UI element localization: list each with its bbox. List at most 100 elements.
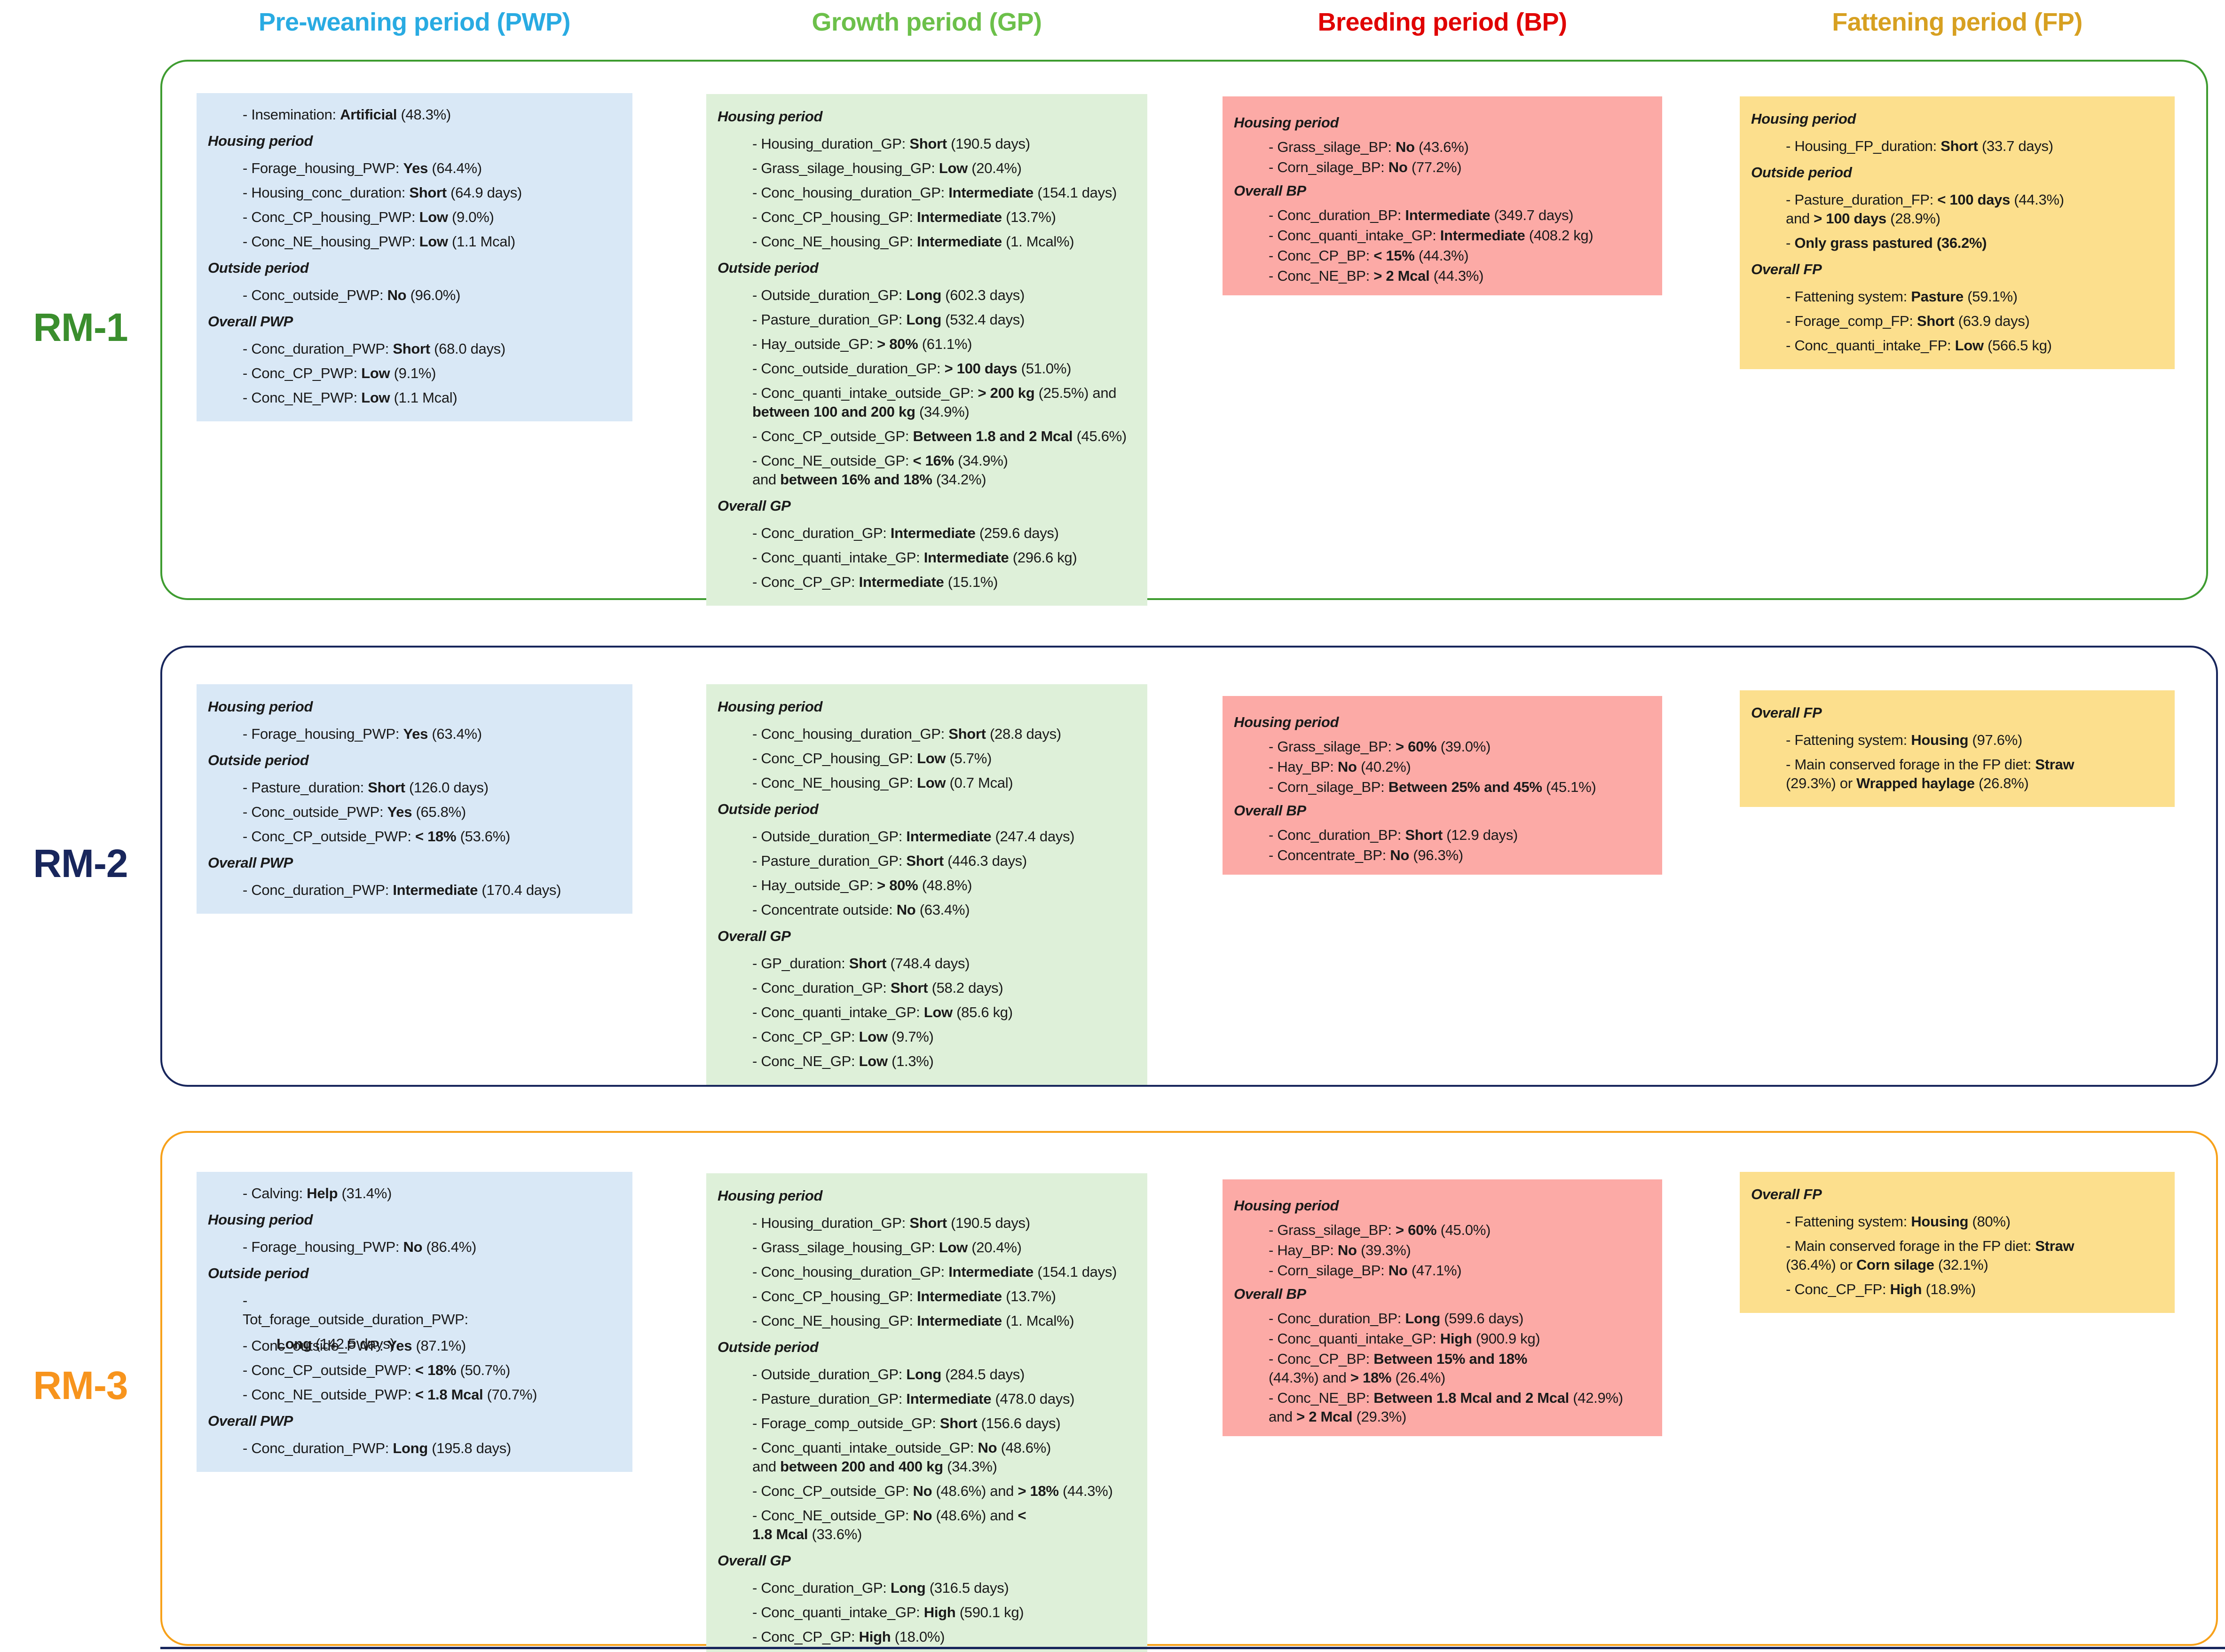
section-heading: Outside period xyxy=(718,1339,819,1355)
trait-item: - Fattening system: Housing (97.6%) xyxy=(1786,732,2022,748)
trait-item: - Conc_quanti_intake_GP: Intermediate (2… xyxy=(752,549,1077,566)
trait-item: - Hay_outside_GP: > 80% (61.1%) xyxy=(752,336,972,352)
trait-item: - Main conserved forage in the FP diet: … xyxy=(1786,756,2075,791)
trait-item: - Calving: Help (31.4%) xyxy=(243,1185,392,1201)
trait-item: - Conc_duration_PWP: Short (68.0 days) xyxy=(243,340,505,357)
trait-item: - Conc_NE_housing_PWP: Low (1.1 Mcal) xyxy=(243,233,515,250)
trait-item: - Conc_outside_PWP: No (96.0%) xyxy=(243,287,461,303)
row-frame-rm3 xyxy=(160,1131,2218,1646)
trait-item: - Concentrate outside: No (63.4%) xyxy=(752,901,970,918)
trait-item: - Conc_NE_outside_GP: < 16% (34.9%)and b… xyxy=(752,452,1008,488)
section-heading: Overall BP xyxy=(1234,1286,1306,1302)
cell-rm2-fp: Overall FP- Fattening system: Housing (9… xyxy=(1740,690,2175,807)
trait-item: - Outside_duration_GP: Intermediate (247… xyxy=(752,828,1075,845)
trait-item: - Conc_CP_outside_GP: Between 1.8 and 2 … xyxy=(752,428,1127,444)
trait-item: - Conc_housing_duration_GP: Intermediate… xyxy=(752,184,1117,201)
trait-item: - Conc_quanti_intake_outside_GP: > 200 k… xyxy=(752,385,1117,420)
cell-rm3-bp: Housing period - Grass_silage_BP: > 60% (… xyxy=(1223,1179,1662,1436)
trait-item: - Conc_outside_duration_GP: > 100 days (… xyxy=(752,360,1072,377)
column-header-bp: Breeding period (BP) xyxy=(1318,8,1567,36)
cell-rm3-pwp: - Calving: Help (31.4%) Housing period - F… xyxy=(197,1172,632,1472)
trait-item: - Conc_CP_GP: Low (9.7%) xyxy=(752,1028,934,1045)
trait-item: - Conc_CP_PWP: Low (9.1%) xyxy=(243,365,436,381)
trait-item: - Housing_duration_GP: Short (190.5 days… xyxy=(752,135,1030,152)
trait-item: - Conc_NE_outside_GP: No (48.6%) and <1.… xyxy=(752,1507,1026,1542)
trait-item: - Conc_CP_outside_GP: No (48.6%) and > 1… xyxy=(752,1483,1113,1499)
section-heading: Housing period xyxy=(718,698,823,715)
trait-item: - Conc_NE_GP: Low (1.3%) xyxy=(752,1053,934,1069)
cell-rm1-gp: Housing period - Housing_duration_GP: Sho… xyxy=(706,94,1147,606)
row-label-rm3: RM-3 xyxy=(33,1363,128,1407)
column-header-gp: Growth period (GP) xyxy=(812,8,1042,36)
trait-item: - Hay_BP: No (39.3%) xyxy=(1269,1242,1411,1258)
trait-item: - Hay_outside_GP: > 80% (48.8%) xyxy=(752,877,972,893)
section-heading: Housing period xyxy=(1234,714,1339,730)
section-heading: Housing period xyxy=(718,108,823,125)
trait-item: - Housing_FP_duration: Short (33.7 days) xyxy=(1786,138,2053,154)
cropped-next-row-rule xyxy=(160,1647,2225,1649)
trait-item: - Conc_NE_housing_GP: Low (0.7 Mcal) xyxy=(752,775,1013,791)
trait-item: - Conc_duration_PWP: Long (195.8 days) xyxy=(243,1440,511,1456)
trait-item: - Forage_comp_outside_GP: Short (156.6 d… xyxy=(752,1415,1061,1431)
section-heading: Overall PWP xyxy=(208,313,293,330)
trait-item: - Conc_CP_BP: < 15% (44.3%) xyxy=(1269,247,1469,264)
trait-item: - Forage_housing_PWP: No (86.4%) xyxy=(243,1239,476,1255)
trait-item: - Conc_NE_outside_PWP: < 1.8 Mcal (70.7%… xyxy=(243,1386,537,1403)
section-heading: Housing period xyxy=(1751,111,1856,127)
section-heading: Housing period xyxy=(1234,114,1339,131)
section-heading: Outside period xyxy=(208,752,309,768)
trait-item: - Grass_silage_BP: No (43.6%) xyxy=(1269,139,1469,155)
trait-item: - Corn_silage_BP: No (47.1%) xyxy=(1269,1262,1462,1279)
section-heading: Outside period xyxy=(718,801,819,817)
trait-item: - Pasture_duration: Short (126.0 days) xyxy=(243,779,489,796)
trait-item: -Tot_forage_outside_duration_PWP: xyxy=(243,1292,468,1328)
trait-item: - Outside_duration_GP: Long (284.5 days) xyxy=(752,1366,1025,1383)
trait-item: - Main conserved forage in the FP diet: … xyxy=(1786,1238,2075,1273)
trait-item: - Housing_duration_GP: Short (190.5 days… xyxy=(752,1215,1030,1231)
row-label-rm1: RM-1 xyxy=(33,305,128,349)
section-heading: Outside period xyxy=(1751,164,1852,181)
trait-item: - Conc_duration_GP: Intermediate (259.6 … xyxy=(752,525,1059,541)
trait-item: - Conc_NE_BP: Between 1.8 Mcal and 2 Mca… xyxy=(1269,1390,1623,1425)
trait-item: - Conc_CP_outside_PWP: < 18% (50.7%) xyxy=(243,1362,511,1378)
trait-item: - Conc_housing_duration_GP: Intermediate… xyxy=(752,1264,1117,1280)
trait-item: - Conc_CP_GP: High (18.0%) xyxy=(752,1628,945,1645)
trait-item: - Conc_duration_BP: Intermediate (349.7 … xyxy=(1269,207,1574,223)
trait-item: - Conc_outside_PWP: Yes (65.8%) xyxy=(243,804,466,820)
trait-item: - Conc_CP_housing_GP: Intermediate (13.7… xyxy=(752,209,1056,225)
trait-item: - Conc_CP_GP: Intermediate (15.1%) xyxy=(752,574,998,590)
trait-item: - Forage_housing_PWP: Yes (64.4%) xyxy=(243,160,482,176)
trait-item: - Conc_CP_FP: High (18.9%) xyxy=(1786,1281,1976,1297)
row-frame-rm1 xyxy=(160,60,2208,600)
trait-item: - Outside_duration_GP: Long (602.3 days) xyxy=(752,287,1025,303)
trait-item: - Concentrate_BP: No (96.3%) xyxy=(1269,847,1463,863)
section-heading: Overall GP xyxy=(718,1552,791,1569)
cell-rm1-fp: Housing period - Housing_FP_duration: Sho… xyxy=(1740,96,2175,369)
section-heading: Outside period xyxy=(718,260,819,276)
section-heading: Housing period xyxy=(208,1211,313,1228)
section-heading: Overall GP xyxy=(718,928,791,944)
section-heading: Housing period xyxy=(1234,1197,1339,1214)
row-label-rm2: RM-2 xyxy=(33,841,128,885)
trait-item: - Pasture_duration_GP: Long (532.4 days) xyxy=(752,311,1025,328)
section-heading: Overall FP xyxy=(1751,261,1822,277)
trait-item: - Forage_comp_FP: Short (63.9 days) xyxy=(1786,313,2030,329)
section-heading: Overall PWP xyxy=(208,854,293,871)
cell-rm1-pwp: - Insemination: Artificial (48.3%)Housin… xyxy=(197,93,632,421)
trait-item: - Hay_BP: No (40.2%) xyxy=(1269,759,1411,775)
trait-item: - Conc_duration_BP: Short (12.9 days) xyxy=(1269,827,1518,843)
section-heading: Overall GP xyxy=(718,498,791,514)
trait-item: - Grass_silage_housing_GP: Low (20.4%) xyxy=(752,1239,1022,1256)
trait-item: - Conc_CP_housing_GP: Low (5.7%) xyxy=(752,750,992,767)
column-header-pwp: Pre-weaning period (PWP) xyxy=(258,8,571,36)
trait-item: - Conc_CP_BP: Between 15% and 18%(44.3%)… xyxy=(1269,1351,1528,1386)
trait-item: - Corn_silage_BP: Between 25% and 45% (4… xyxy=(1269,779,1596,795)
trait-item: - Conc_NE_housing_GP: Intermediate (1. M… xyxy=(752,233,1074,250)
trait-item: - Conc_quanti_intake_FP: Low (566.5 kg) xyxy=(1786,337,2052,354)
trait-item: - Grass_silage_BP: > 60% (45.0%) xyxy=(1269,1222,1491,1238)
trait-item: - Conc_duration_PWP: Intermediate (170.4… xyxy=(243,882,561,898)
trait-item: - Conc_quanti_intake_GP: High (900.9 kg) xyxy=(1269,1330,1540,1347)
trait-item: - Pasture_duration_FP: < 100 days (44.3%… xyxy=(1786,191,2064,227)
trait-item: - GP_duration: Short (748.4 days) xyxy=(752,955,970,972)
